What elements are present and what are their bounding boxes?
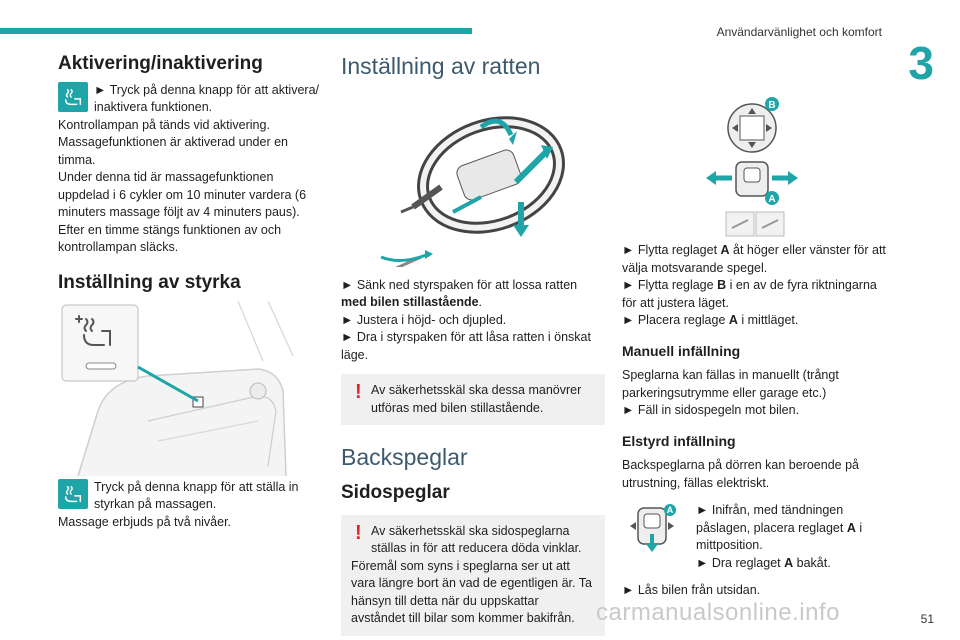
activation-line-2: Massagefunktionen är aktiverad under en … (58, 135, 289, 167)
steering-step-1-end: . (478, 295, 483, 310)
activation-line-4: Efter en timme stängs funktionen av och … (58, 222, 282, 255)
mirror-warning-text-2: Föremål som syns i speglarna ser ut att … (351, 558, 592, 626)
mirror-warning-text-1: Av säkerhetsskäl ska sidospeglarna ställ… (371, 523, 582, 556)
mirror-step-1: ► Flytta reglaget A åt höger eller vänst… (622, 242, 888, 277)
mirror-step-2-bold: B (717, 278, 727, 292)
activation-line-3: Under denna tid är massagefunktionen upp… (58, 170, 307, 220)
warning-icon: ! (355, 381, 362, 404)
mirror-fold-control-icon: A (622, 502, 682, 553)
steering-step-1-bold: med bilen stillastående (341, 295, 479, 310)
manual-folding-text: Speglarna kan fällas in manuellt (trångt… (622, 368, 839, 400)
mirror-step-2-end: i en av de fyra riktningarna för att jus… (622, 278, 877, 310)
electric-step-2-bold: A (784, 555, 794, 570)
seat-illustration (58, 300, 322, 477)
heading-strength: Inställning av styrka (58, 271, 241, 293)
strength-step: Tryck på denna knapp för att ställa in s… (94, 479, 299, 512)
steering-wheel-illustration (341, 87, 605, 277)
label-a: A (768, 194, 775, 205)
heading-steering: Inställning av ratten (341, 53, 541, 79)
steering-step-1-text: ► Sänk ned styrspaken för att lossa ratt… (341, 277, 578, 292)
steering-warning: ! Av säkerhetsskäl ska dessa manövrer ut… (341, 374, 605, 426)
steering-step-1: ► Sänk ned styrspaken för att lossa ratt… (341, 277, 605, 312)
column-left: Aktivering/inaktivering ► Tryck på denna… (58, 52, 322, 531)
massage-strength-icon (58, 478, 88, 509)
mirror-step-2: ► Flytta reglage B i en av de fyra riktn… (622, 277, 888, 312)
electric-step-2-end: bakåt. (793, 555, 831, 570)
heading-mirrors: Backspeglar (341, 444, 468, 471)
mirror-step-1-text: ► Flytta reglaget (622, 243, 721, 257)
massage-seat-icon (58, 81, 88, 112)
column-middle: Inställning av ratten ► Sänk ned styrspa… (341, 52, 605, 636)
activation-step-row: ► Tryck på denna knapp för att aktivera/… (58, 81, 322, 117)
mirror-warning: ! Av säkerhetsskäl ska sidospeglarna stä… (341, 514, 605, 636)
watermark: carmanualsonline.info (596, 599, 840, 627)
strength-step-row: Tryck på denna knapp för att ställa in s… (58, 478, 322, 514)
electric-step-1: ► Inifrån, med tändningen påslagen, plac… (696, 502, 888, 555)
activation-step: ► Tryck på denna knapp för att aktivera/… (94, 82, 319, 115)
heading-electric-folding: Elstyrd infällning (622, 432, 736, 449)
electric-folding-text: Backspeglarna på dörren kan beroende på … (622, 458, 859, 490)
electric-step-1-end: i mittposition. (696, 520, 863, 553)
electric-step-1-text: ► Inifrån, med tändningen påslagen, plac… (696, 503, 847, 535)
activation-line-1: Kontrollampan på tänds vid aktivering. (58, 117, 270, 132)
electric-step-2-text: ► Dra reglaget (696, 555, 785, 570)
heading-manual-folding: Manuell infällning (622, 342, 741, 359)
header-accent-bar (0, 28, 472, 34)
electric-step-3: ► Lås bilen från utsidan. (622, 583, 761, 598)
manual-folding-step: ► Fäll in sidospegeln mot bilen. (622, 403, 800, 418)
mirror-control-illustration: B A (622, 52, 888, 242)
mirror-step-3-end: i mittläget. (737, 313, 799, 327)
label-b: B (768, 100, 775, 111)
steering-warning-text: Av säkerhetsskäl ska dessa manövrer utfö… (371, 383, 582, 415)
column-right: B A ► Flytta reglaget A åt höger eller v… (622, 52, 888, 600)
heading-side-mirrors: Sidospeglar (341, 482, 450, 503)
mirror-step-2-text: ► Flytta reglage (622, 278, 718, 292)
chapter-number: 3 (908, 37, 934, 89)
heading-activation: Aktivering/inaktivering (58, 53, 263, 74)
mirror-step-3: ► Placera reglage A i mittläget. (622, 312, 888, 330)
strength-note: Massage erbjuds på två nivåer. (58, 514, 232, 529)
steering-step-3: ► Dra i styrspaken för att låsa ratten i… (341, 330, 591, 362)
electric-steps: ► Inifrån, med tändningen påslagen, plac… (696, 502, 888, 572)
mirror-step-3-bold: A (728, 313, 738, 327)
label-a-small: A (667, 505, 674, 515)
mirror-step-1-bold: A (720, 243, 730, 257)
electric-step-row: A ► Inifrån, med tändningen påslagen, pl… (622, 502, 888, 572)
section-title: Användarvänlighet och komfort (716, 25, 882, 39)
page-number: 51 (920, 612, 934, 627)
electric-step-1-bold: A (846, 520, 856, 535)
mirror-step-3-text: ► Placera reglage (622, 313, 729, 327)
warning-icon: ! (355, 521, 362, 544)
steering-step-2: ► Justera i höjd- och djupled. (341, 312, 507, 327)
electric-step-2: ► Dra reglaget A bakåt. (696, 555, 888, 573)
mirror-step-1-end: åt höger eller vänster för att välja mot… (622, 243, 886, 275)
